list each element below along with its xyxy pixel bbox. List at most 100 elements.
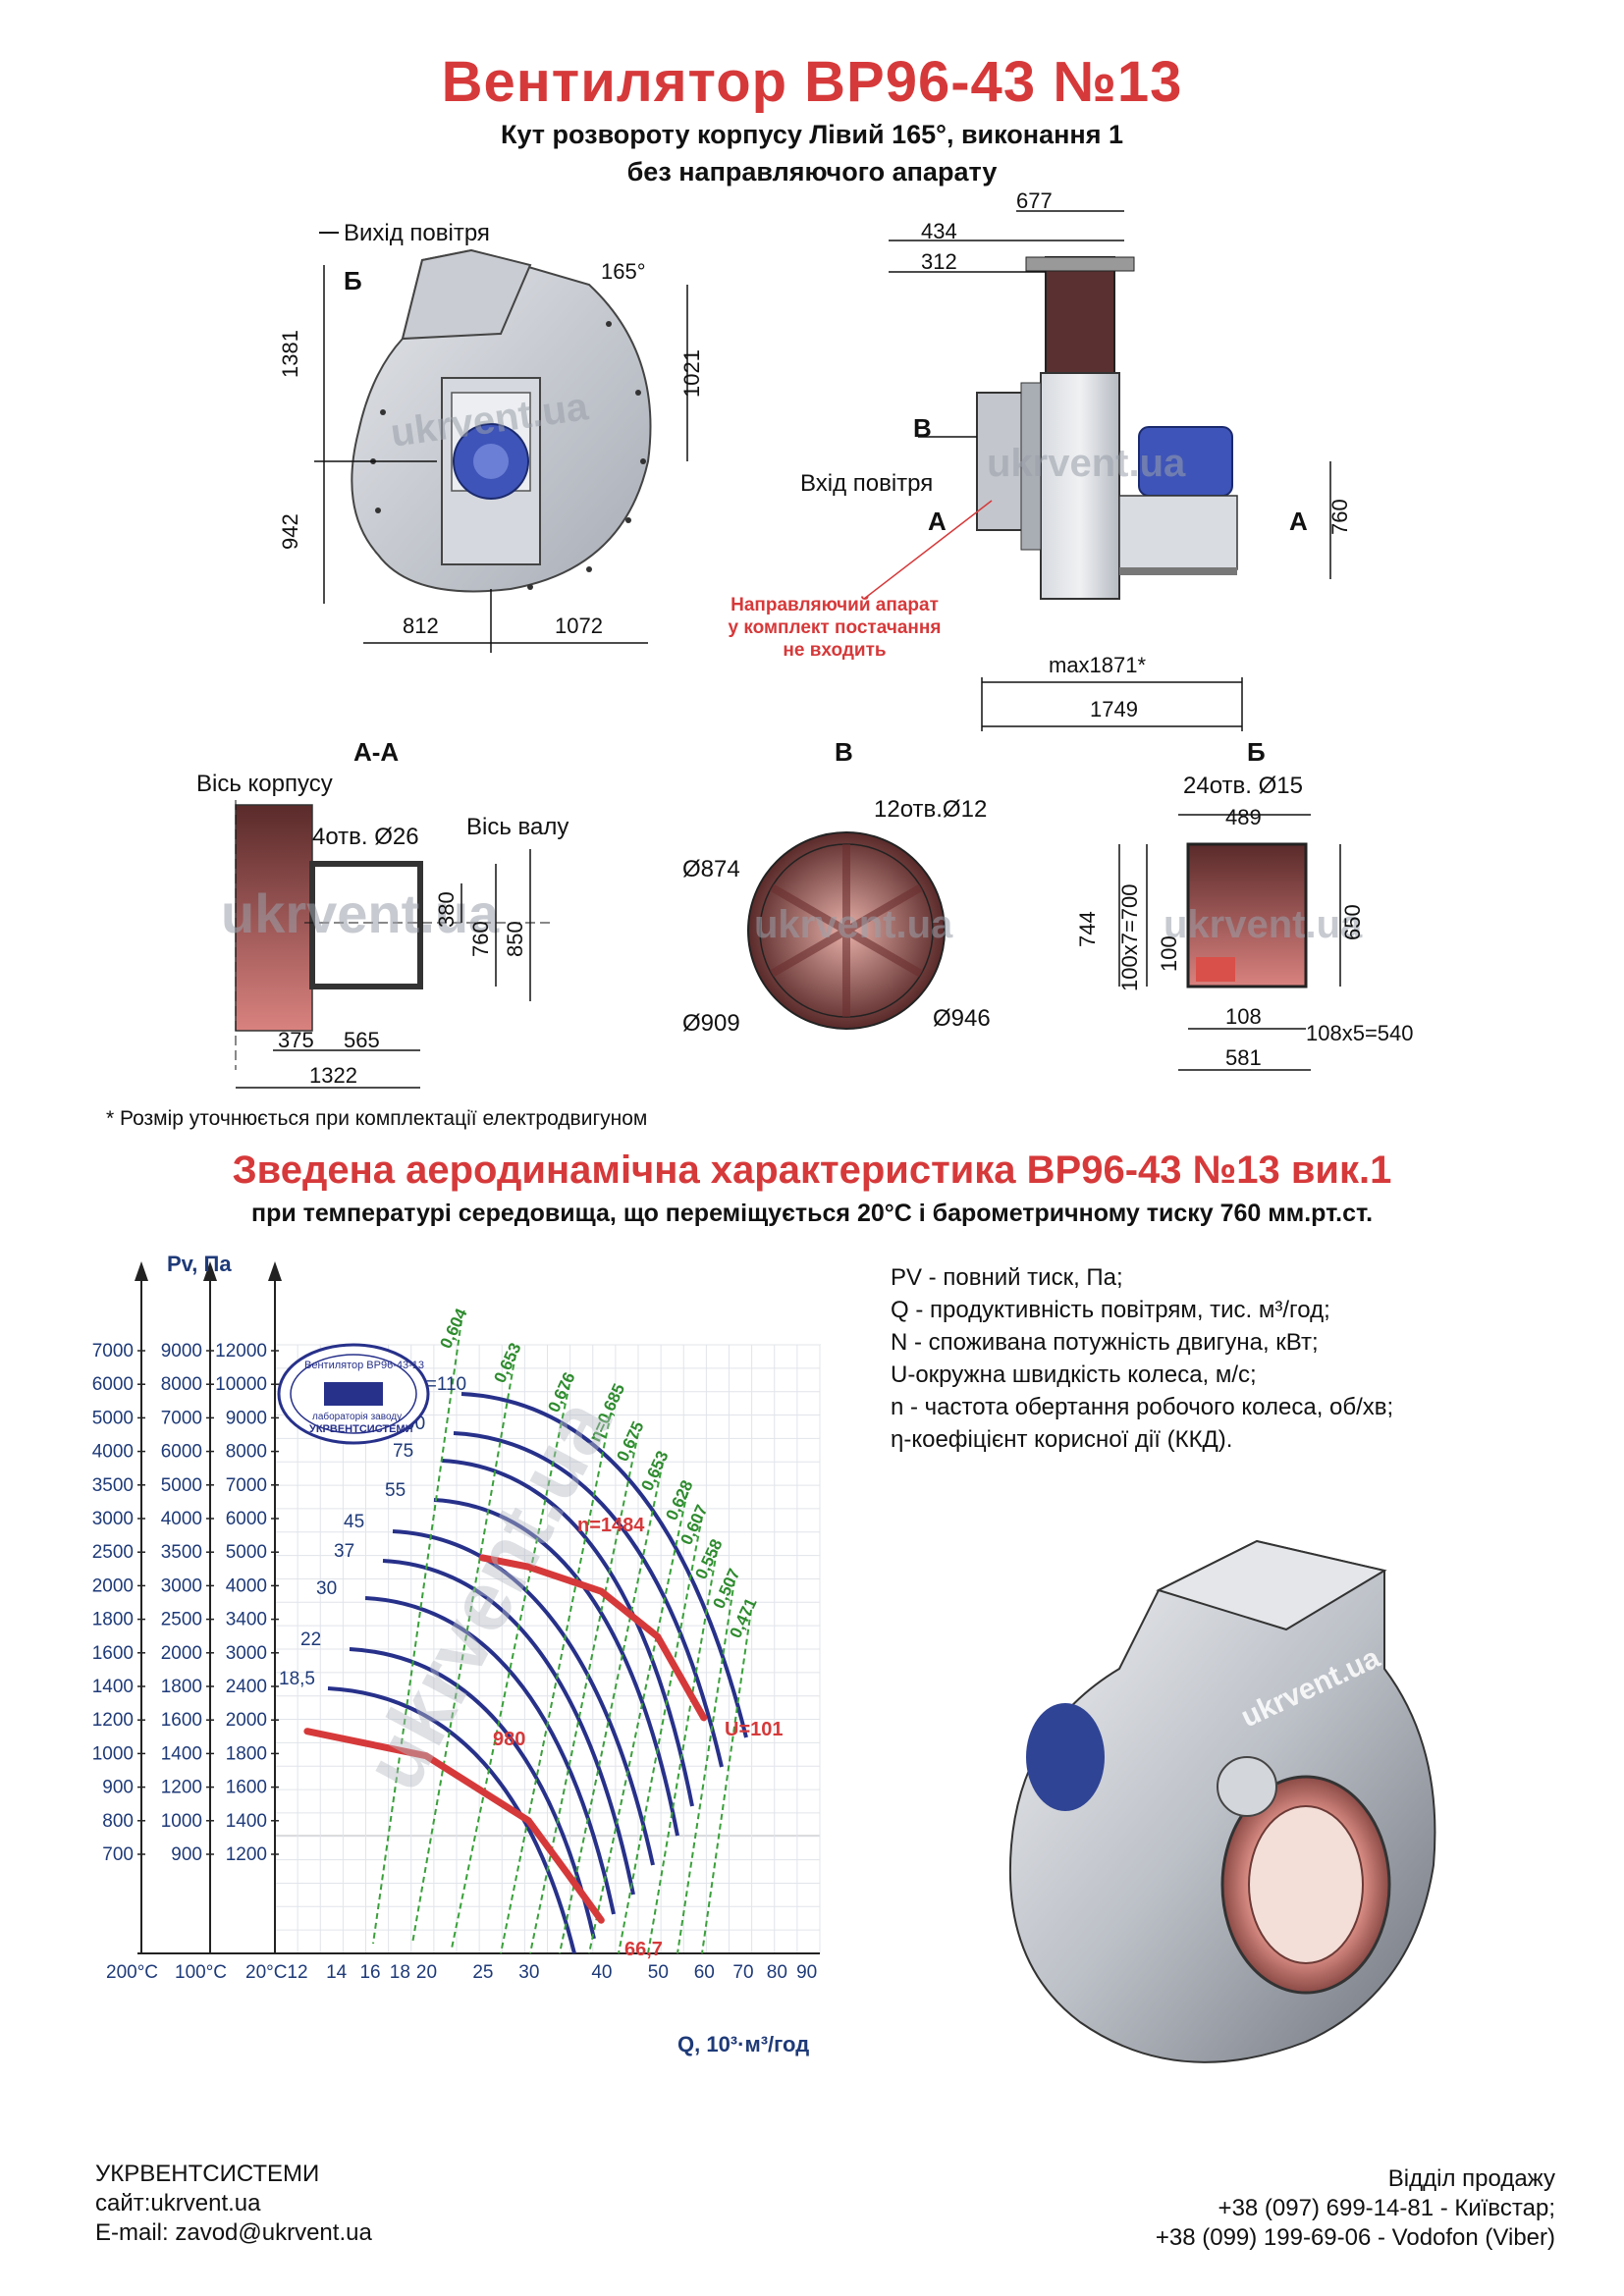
dim-434: 434 [921,219,957,243]
efficiency-ray [618,1516,703,1954]
holes-aa-label: 4отв. Ø26 [312,824,419,850]
y-tick-label: 2000 [92,1575,134,1596]
footer-phone-2[interactable]: +38 (099) 199-69-06 - Vodofon (Viber) [1155,2224,1555,2251]
footer-sales: Відділ продажу [1387,2165,1555,2192]
y-tick-label: 1600 [226,1778,267,1798]
power-label: 75 [393,1441,413,1462]
fan-curve [349,1647,596,1940]
inlet-label: Вхід повітря [800,470,933,497]
footer-email[interactable]: E-mail: zavod@ukrvent.ua [95,2219,372,2246]
characteristic-subtitle: при температурі середовища, що переміщує… [250,1200,1374,1227]
y-axis-title: Pv, Па [167,1252,232,1276]
dim-1381: 1381 [278,330,302,378]
y-tick-label: 3400 [226,1610,267,1630]
power-label: 18,5 [279,1669,315,1689]
guide-note-line-1: Направляючий апарат [731,595,939,615]
legend-u: U-окружна швидкість колеса, м/с; [891,1362,1257,1388]
dim-677: 677 [1016,188,1053,213]
temp-label: 20°C [245,1962,287,1983]
power-label: 37 [334,1541,354,1562]
dim-b-744: 744 [1075,911,1100,947]
footer-left: УКРВЕНТСИСТЕМИ сайт:ukrvent.ua E-mail: z… [95,2160,372,2248]
svg-text:ukrvent.ua: ukrvent.ua [1164,903,1363,946]
y-tick-label: 5000 [226,1542,267,1563]
page-subtitle-2: без направляючого апарату [626,157,998,187]
front-view-drawing: ukrvent.ua 1381 942 1021 812 1072 165° Б… [278,220,704,653]
y-tick-label: 3000 [226,1643,267,1664]
y-tick-label: 1200 [226,1844,267,1865]
angle-label: 165° [601,259,646,284]
dim-b-700: 100x7=700 [1117,884,1142,992]
stamp-top: Вентилятор ВР96-43-13 [304,1360,424,1371]
y-tick-label: 2000 [161,1643,202,1664]
section-b-drawing: ukrvent.ua Б 24отв. Ø15 489 744 100x7=70… [1075,737,1414,1071]
legend: PV - повний тиск, Па; Q - продуктивність… [891,1261,1393,1456]
x-tick-label: 20 [416,1962,437,1983]
svg-text:ukrvent.ua: ukrvent.ua [221,882,500,944]
x-tick-label: 70 [732,1962,753,1983]
y-tick-label: 6000 [226,1509,267,1529]
dim-aa-1322: 1322 [309,1063,357,1088]
y-tick-label: 1800 [92,1610,134,1630]
axis-shaft-label: Вісь валу [466,814,568,840]
section-v-marker: В [913,413,932,443]
lab-stamp: Вентилятор ВР96-43-13 лабораторія заводу… [277,1343,430,1445]
dim-1749: 1749 [1090,697,1138,721]
efficiency-ray [677,1579,735,1954]
y-tick-label: 1400 [92,1677,134,1697]
y-tick-label: 2500 [161,1610,202,1630]
y-tick-label: 9000 [161,1341,202,1362]
section-b-marker: Б [344,266,362,295]
y-tick-label: 4000 [161,1509,202,1529]
fan-curve [392,1529,655,1866]
section-b-title: Б [1247,737,1266,767]
efficiency-ray [500,1413,612,1954]
efficiency-ray [529,1432,639,1954]
dim-aa-380: 380 [434,891,459,928]
u-66-label: 66,7 [624,1939,663,1960]
stamp-bottom: УКРВЕНТСИСТЕМИ [309,1423,413,1435]
legend-q: Q - продуктивність повітрям, тис. м³/год… [891,1297,1330,1323]
x-tick-label: 60 [694,1962,715,1983]
y-tick-label: 3500 [161,1542,202,1563]
y-tick-label: 6000 [92,1374,134,1395]
fan-3d-render: ukrvent.ua [1008,1539,1436,2063]
y-tick-label: 1200 [92,1710,134,1731]
y-tick-label: 900 [171,1844,202,1865]
dim-b-581: 581 [1225,1045,1262,1070]
power-label: 30 [316,1578,337,1599]
y-tick-label: 4000 [92,1442,134,1463]
dim-aa-850: 850 [503,921,527,957]
dim-b-100: 100 [1157,935,1181,972]
efficiency-ray [701,1609,752,1954]
fan-curve [453,1431,724,1768]
footer-site[interactable]: сайт:ukrvent.ua [95,2190,261,2216]
y-tick-label: 12000 [215,1341,267,1362]
y-tick-label: 1400 [161,1743,202,1764]
x-tick-label: 30 [518,1962,539,1983]
svg-text:ukrvent.ua: ukrvent.ua [987,442,1186,485]
footer-right: Відділ продажу +38 (097) 699-14-81 - Киї… [1156,2164,1555,2253]
footer-phone-1[interactable]: +38 (097) 699-14-81 - Київстар; [1218,2195,1555,2221]
y-tick-label: 900 [102,1778,134,1798]
y-tick-label: 800 [102,1811,134,1832]
aero-chart: Pv, Па Q, 10³·м³/год 7000600050004000350… [92,1252,821,2056]
y-tick-label: 3500 [92,1475,134,1496]
y-tick-label: 1400 [226,1811,267,1832]
dim-1021: 1021 [679,349,704,398]
y-tick-label: 1800 [226,1743,267,1764]
x-tick-label: 18 [390,1962,410,1983]
y-tick-label: 10000 [215,1374,267,1395]
y-tick-label: 7000 [226,1475,267,1496]
u-101-label: U=101 [725,1719,784,1740]
dim-aa-375: 375 [278,1028,314,1052]
svg-text:ukrvent.ua: ukrvent.ua [754,903,953,946]
temp-label: 200°C [106,1962,158,1983]
dim-760: 760 [1327,499,1352,535]
legend-n: N - споживана потужність двигуна, кВт; [891,1329,1319,1356]
axis-body-label: Вісь корпусу [196,771,333,797]
legend-speed: n - частота обертання робочого колеса, о… [891,1394,1394,1420]
x-tick-label: 90 [796,1962,817,1983]
y-tick-label: 8000 [161,1374,202,1395]
section-aa-drawing: ukrvent.ua А-А Вісь корпусу 4отв. Ø26 Ві… [196,737,568,1089]
